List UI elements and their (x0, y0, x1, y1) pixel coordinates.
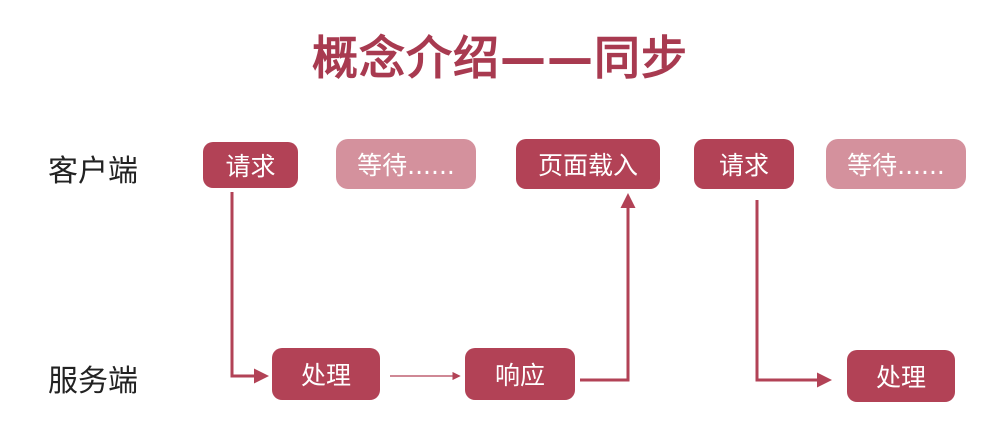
client-wait-node-1: 等待...... (336, 139, 476, 189)
page-title: 概念介绍——同步 (312, 31, 688, 85)
client-page-load-node: 页面载入 (516, 139, 660, 189)
client-request-node-1: 请求 (203, 142, 298, 188)
row-label-client: 客户端 (48, 154, 138, 189)
row-label-server: 服务端 (48, 364, 138, 399)
arrow-request-to-process-1 (230, 192, 269, 384)
client-request-node-2: 请求 (694, 139, 794, 189)
server-process-node-1: 处理 (272, 348, 380, 400)
arrow-request-to-process-2 (755, 200, 832, 388)
client-wait-node-2: 等待...... (826, 139, 966, 189)
server-process-node-2: 处理 (847, 350, 955, 402)
arrow-respond-to-page-load (580, 193, 636, 382)
server-respond-node: 响应 (465, 348, 575, 400)
